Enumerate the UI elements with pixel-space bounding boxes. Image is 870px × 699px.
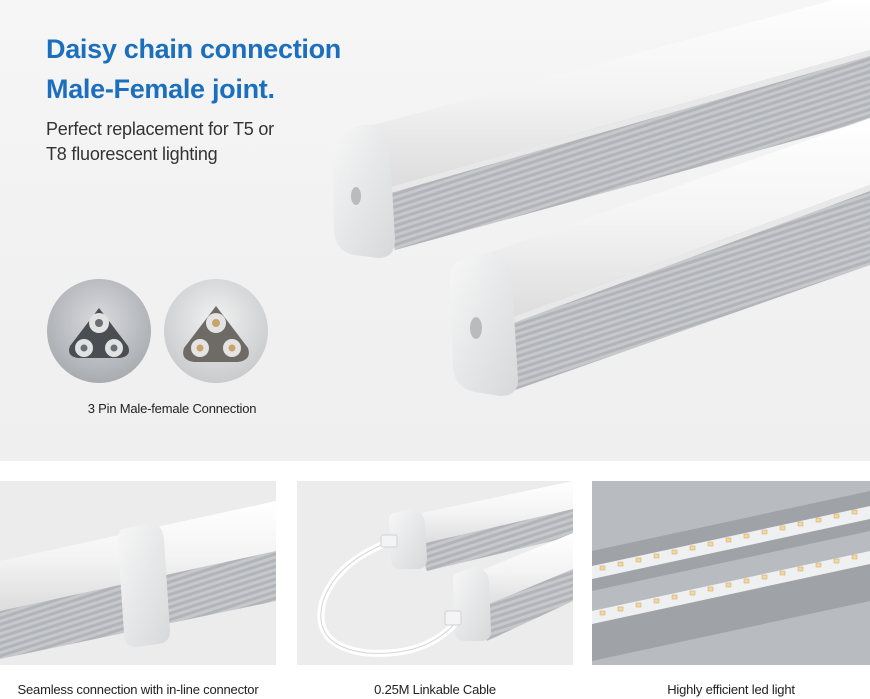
headline-line-1: Daisy chain connection xyxy=(46,34,341,64)
panel-linkable-cable xyxy=(297,481,573,665)
subtitle: Perfect replacement for T5 or T8 fluores… xyxy=(46,117,274,167)
inline-connector-image xyxy=(0,481,276,665)
headline-line-2: Male-Female joint. xyxy=(46,74,275,104)
female-connector-icon xyxy=(164,279,268,383)
connector-closeups xyxy=(47,279,268,383)
subtitle-line-1: Perfect replacement for T5 or xyxy=(46,119,274,139)
connector-caption: 3 Pin Male-female Connection xyxy=(87,401,257,416)
subtitle-line-2: T8 fluorescent lighting xyxy=(46,144,218,164)
caption-inline-connector: Seamless connection with in-line connect… xyxy=(17,682,259,697)
panel-inline-connector xyxy=(0,481,276,665)
linkable-cable-image xyxy=(297,481,573,665)
led-tube-illustration xyxy=(332,0,870,396)
caption-linkable-cable: 0.25M Linkable Cable xyxy=(374,682,496,697)
led-chips-image xyxy=(592,481,870,665)
panel-led-chips xyxy=(592,481,870,665)
hero-section: Daisy chain connection Male-Female joint… xyxy=(0,0,870,461)
male-connector-icon xyxy=(47,279,151,383)
caption-led-light: Highly efficient led light xyxy=(667,682,795,697)
